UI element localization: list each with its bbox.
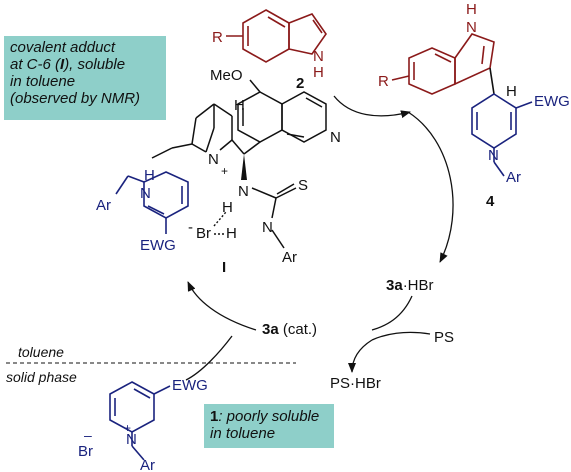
adduct-note-line1: covalent adduct bbox=[10, 39, 116, 56]
product-N: N bbox=[488, 147, 499, 164]
catalyst-label: I bbox=[222, 259, 226, 276]
adduct-note-line2: at C-6 (I), soluble bbox=[10, 56, 126, 73]
pyridinium-ring bbox=[109, 381, 171, 461]
catalyst-Ar-thio: Ar bbox=[282, 249, 297, 266]
catalyst-N-quinoline: N bbox=[330, 129, 341, 146]
product-EWG: EWG bbox=[534, 93, 570, 110]
catalyst-minus: - bbox=[188, 219, 193, 236]
product-indole-H: H bbox=[466, 1, 477, 18]
pyridinium-N: N bbox=[126, 431, 137, 448]
adduct-note: covalent adduct at C-6 (I), soluble in t… bbox=[4, 36, 166, 120]
product-R: R bbox=[378, 73, 389, 90]
catalyst-H-thio2: H bbox=[226, 225, 237, 242]
indole-NH-H: H bbox=[313, 64, 324, 81]
pyridinium-Br: Br bbox=[78, 443, 93, 460]
catalyst-S: S bbox=[298, 177, 308, 194]
catalyst-N-quinuclidine: N bbox=[208, 151, 219, 168]
catalyst-methoxy: MeO bbox=[210, 67, 243, 84]
pyridinium-note-line2: in toluene bbox=[210, 425, 276, 442]
catalyst-N-thio1: N bbox=[238, 183, 249, 200]
quinoline-ring bbox=[237, 79, 327, 143]
indole-structure bbox=[226, 9, 327, 63]
product-dihydropyridine bbox=[471, 93, 533, 177]
cycle-arrows bbox=[185, 95, 454, 381]
cat-label: 3a (cat.) bbox=[262, 321, 317, 338]
pyridinium-minus: – bbox=[84, 427, 92, 443]
quinuclidine-cage bbox=[151, 103, 261, 159]
adduct-N: N bbox=[140, 185, 151, 202]
adduct-note-line3: in toluene bbox=[10, 73, 76, 90]
pyridinium-plus: + bbox=[124, 421, 131, 435]
pyridinium-note: 1: poorly soluble in toluene bbox=[204, 404, 334, 448]
arc-ps-in bbox=[371, 331, 431, 341]
adduct-H: H bbox=[144, 167, 155, 184]
ps-label: PS bbox=[434, 329, 454, 346]
catalyst-H-thio1: H bbox=[222, 199, 233, 216]
hbr-salt-label: 3a·HBr bbox=[386, 277, 434, 294]
product-indole-N: N bbox=[466, 19, 477, 36]
indole-R: R bbox=[212, 29, 223, 46]
arc-bottom bbox=[371, 295, 413, 331]
adduct-dihydropyridine bbox=[115, 171, 189, 234]
catalyst-plus: + bbox=[221, 164, 228, 178]
phase-bottom-label: solid phase bbox=[6, 369, 77, 385]
pyridinium-EWG: EWG bbox=[172, 377, 208, 394]
pyridinium-note-line1: 1: poorly soluble bbox=[210, 408, 320, 425]
product-indole-part bbox=[391, 33, 495, 95]
adduct-note-line4: (observed by NMR) bbox=[10, 90, 141, 107]
phase-top-label: toluene bbox=[18, 344, 64, 360]
catalyst-H-top: H bbox=[234, 97, 245, 114]
catalyst-wedge bbox=[241, 154, 247, 180]
arc-right bbox=[407, 111, 454, 263]
arc-pyridinium-entry bbox=[185, 335, 233, 381]
product-stereo-H: H bbox=[506, 83, 517, 100]
hbond-dashes bbox=[213, 211, 227, 235]
adduct-Ar: Ar bbox=[96, 197, 111, 214]
catalyst-bromide: Br bbox=[196, 225, 211, 242]
ps-hbr-label: PS·HBr bbox=[330, 375, 381, 392]
product-Ar: Ar bbox=[506, 169, 521, 186]
product-stereo-bond bbox=[489, 67, 495, 95]
catalyst-N-thio2: N bbox=[262, 219, 273, 236]
adduct-EWG: EWG bbox=[140, 237, 176, 254]
thiourea bbox=[251, 183, 297, 249]
arc-left bbox=[187, 281, 257, 331]
product-label: 4 bbox=[486, 193, 495, 210]
indole-N: N bbox=[313, 48, 324, 65]
pyridinium-Ar: Ar bbox=[140, 457, 155, 472]
arc-indole-to-product bbox=[333, 95, 411, 119]
indole-label: 2 bbox=[296, 75, 304, 92]
arc-ps-out bbox=[348, 339, 373, 373]
